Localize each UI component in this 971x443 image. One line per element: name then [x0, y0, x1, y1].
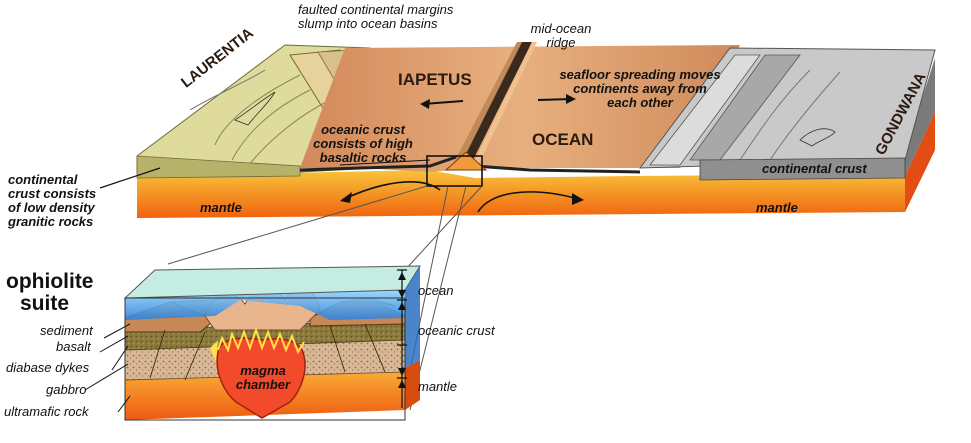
layer-ultramafic-rock: ultramafic rock	[4, 404, 89, 419]
mid-ocean-ridge-label: mid-ocean ridge	[530, 21, 592, 50]
ophiolite-suite-title: ophiolite suite	[6, 270, 94, 315]
iapetus-label: IAPETUS	[398, 70, 472, 89]
laurentia-front-face	[136, 155, 301, 179]
continental-crust-note: continental crust consists of low densit…	[8, 172, 97, 229]
layer-gabbro: gabbro	[46, 382, 87, 397]
ocean-label: OCEAN	[532, 130, 594, 149]
continental-crust-label: continental crust	[762, 161, 867, 176]
faulted-margins-label: faulted continental margins slump into o…	[298, 2, 454, 31]
ocean-floor-surface	[300, 45, 740, 172]
mantle-front-face	[137, 170, 905, 218]
layer-diabase-dykes: diabase dykes	[6, 360, 90, 375]
gondwana-front-face	[699, 157, 906, 181]
zoom-box	[426, 155, 483, 187]
seafloor-spreading-label: seafloor spreading moves continents away…	[559, 67, 721, 110]
block-right-side	[905, 112, 935, 212]
layer-basalt: basalt	[56, 339, 91, 354]
zone-mantle: mantle	[418, 379, 458, 394]
convection-arrow-left	[341, 181, 441, 201]
convection-arrow-right	[477, 191, 583, 213]
zone-ocean: ocean	[418, 283, 454, 298]
spreading-arrow-left	[422, 100, 464, 105]
oceanic-crust-note: oceanic crust consists of high basaltic …	[313, 122, 413, 165]
zone-oceanic-crust: oceanic crust	[418, 323, 495, 338]
mantle-label-left: mantle	[200, 200, 242, 215]
mantle-label-right: mantle	[756, 200, 798, 215]
magma-chamber-label: magma chamber	[235, 363, 291, 392]
layer-sediment: sediment	[40, 323, 93, 338]
